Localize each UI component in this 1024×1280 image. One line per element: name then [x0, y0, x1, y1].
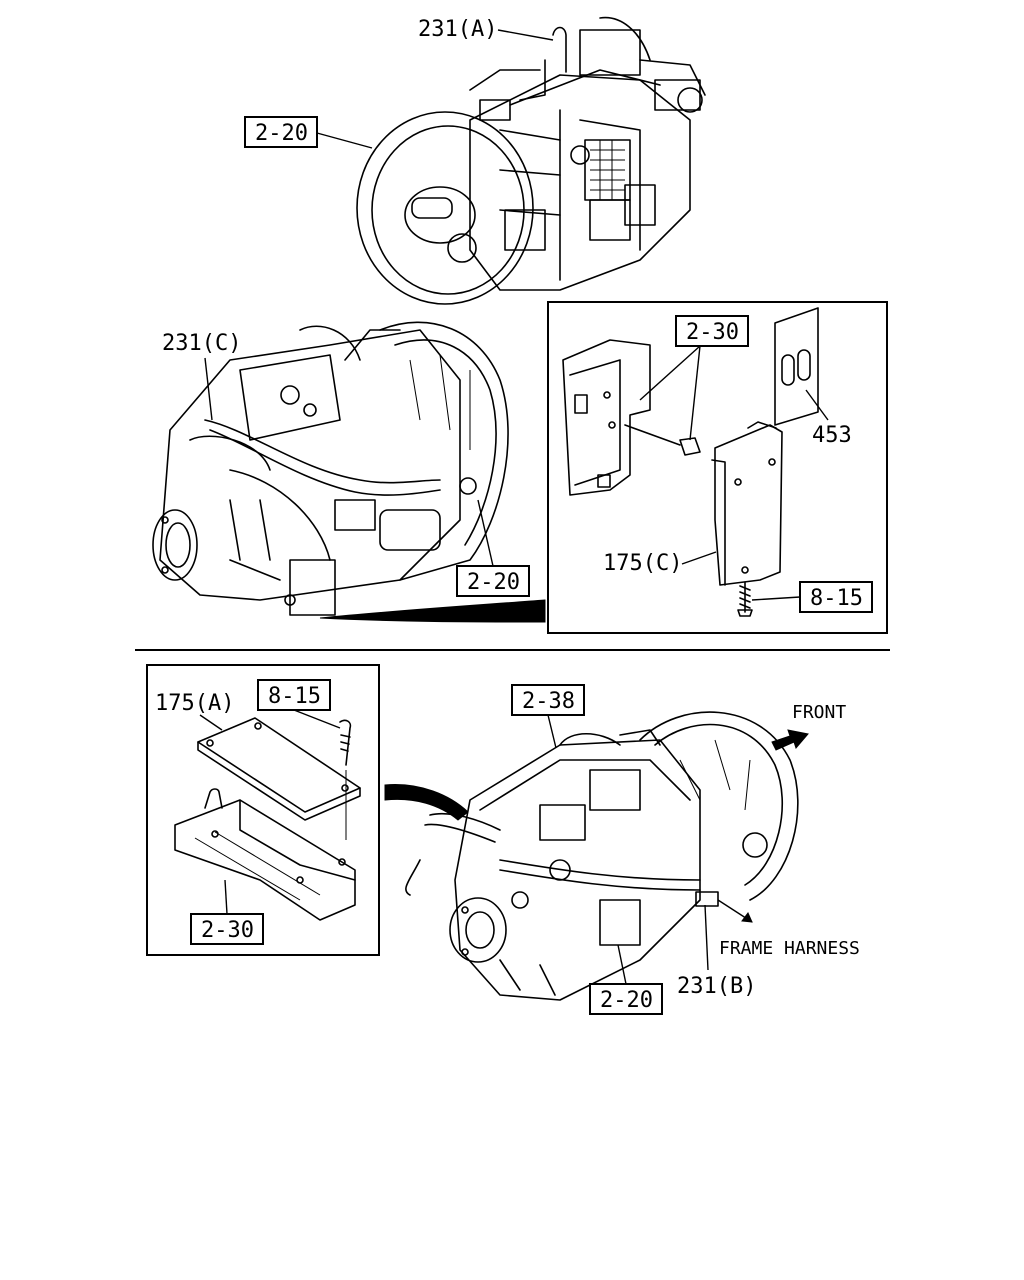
ref-box-middle-2-20[interactable]: 2-20: [456, 565, 530, 597]
callout-453: 453: [812, 423, 852, 448]
ref-label-bottom-2-38: 2-38: [522, 689, 575, 714]
leader-inset-2-30-b: [689, 345, 701, 441]
ref-box-top-2-20[interactable]: 2-20: [244, 116, 318, 148]
callout-231B: 231(B): [677, 974, 756, 999]
inset-frame-bracket-parts: [146, 664, 380, 956]
callout-231C: 231(C): [162, 331, 241, 356]
ref-label-bottom-8-15: 8-15: [268, 684, 321, 709]
middle-transmission-illustration: [152, 321, 509, 616]
ref-label-bottom-2-20: 2-20: [600, 988, 653, 1013]
leader-175A: [199, 714, 223, 731]
leader-231C: [204, 357, 213, 421]
front-direction-arrow: [771, 729, 809, 751]
top-transmission-illustration: [356, 16, 706, 305]
bottom-transmission-illustration: [405, 711, 799, 1001]
leader-inset-2-30-a: [639, 345, 701, 401]
leader-453: [805, 389, 829, 421]
leader-top-2-20: [316, 132, 373, 149]
leader-middle-2-20: [477, 499, 494, 567]
ref-box-inset-8-15[interactable]: 8-15: [799, 581, 873, 613]
leader-inset-8-15: [751, 596, 801, 601]
front-label: FRONT: [792, 702, 846, 723]
frame-harness-arrowhead: [741, 912, 753, 923]
callout-175C: 175(C): [603, 551, 682, 576]
ref-box-bottom-8-15[interactable]: 8-15: [257, 679, 331, 711]
leader-231B: [704, 904, 709, 971]
ref-box-bottom-2-30[interactable]: 2-30: [190, 913, 264, 945]
leader-bottom-2-38: [547, 714, 557, 749]
ref-label-top-2-20: 2-20: [255, 121, 308, 146]
frame-harness-label: FRAME HARNESS: [719, 938, 860, 959]
callout-231A: 231(A): [418, 17, 497, 42]
leader-231A: [497, 29, 554, 41]
inset-pointer-wedge: [319, 599, 546, 623]
leader-175C: [681, 551, 717, 565]
ref-label-inset-8-15: 8-15: [810, 586, 863, 611]
ref-box-inset-2-30[interactable]: 2-30: [675, 315, 749, 347]
inset-illustration: [562, 307, 819, 617]
ref-label-inset-2-30: 2-30: [686, 320, 739, 345]
ref-label-middle-2-20: 2-20: [467, 570, 520, 595]
leader-bottom-2-30: [224, 879, 228, 915]
leader-bottom-8-15: [293, 709, 341, 729]
leader-bottom-2-20: [617, 944, 627, 985]
callout-175A: 175(A): [155, 691, 234, 716]
bottom-inset-illustration: [174, 717, 361, 921]
ref-box-bottom-2-20[interactable]: 2-20: [589, 983, 663, 1015]
ref-box-bottom-2-38[interactable]: 2-38: [511, 684, 585, 716]
ref-label-bottom-2-30: 2-30: [201, 918, 254, 943]
inset-frame-cover-parts: [547, 301, 888, 634]
